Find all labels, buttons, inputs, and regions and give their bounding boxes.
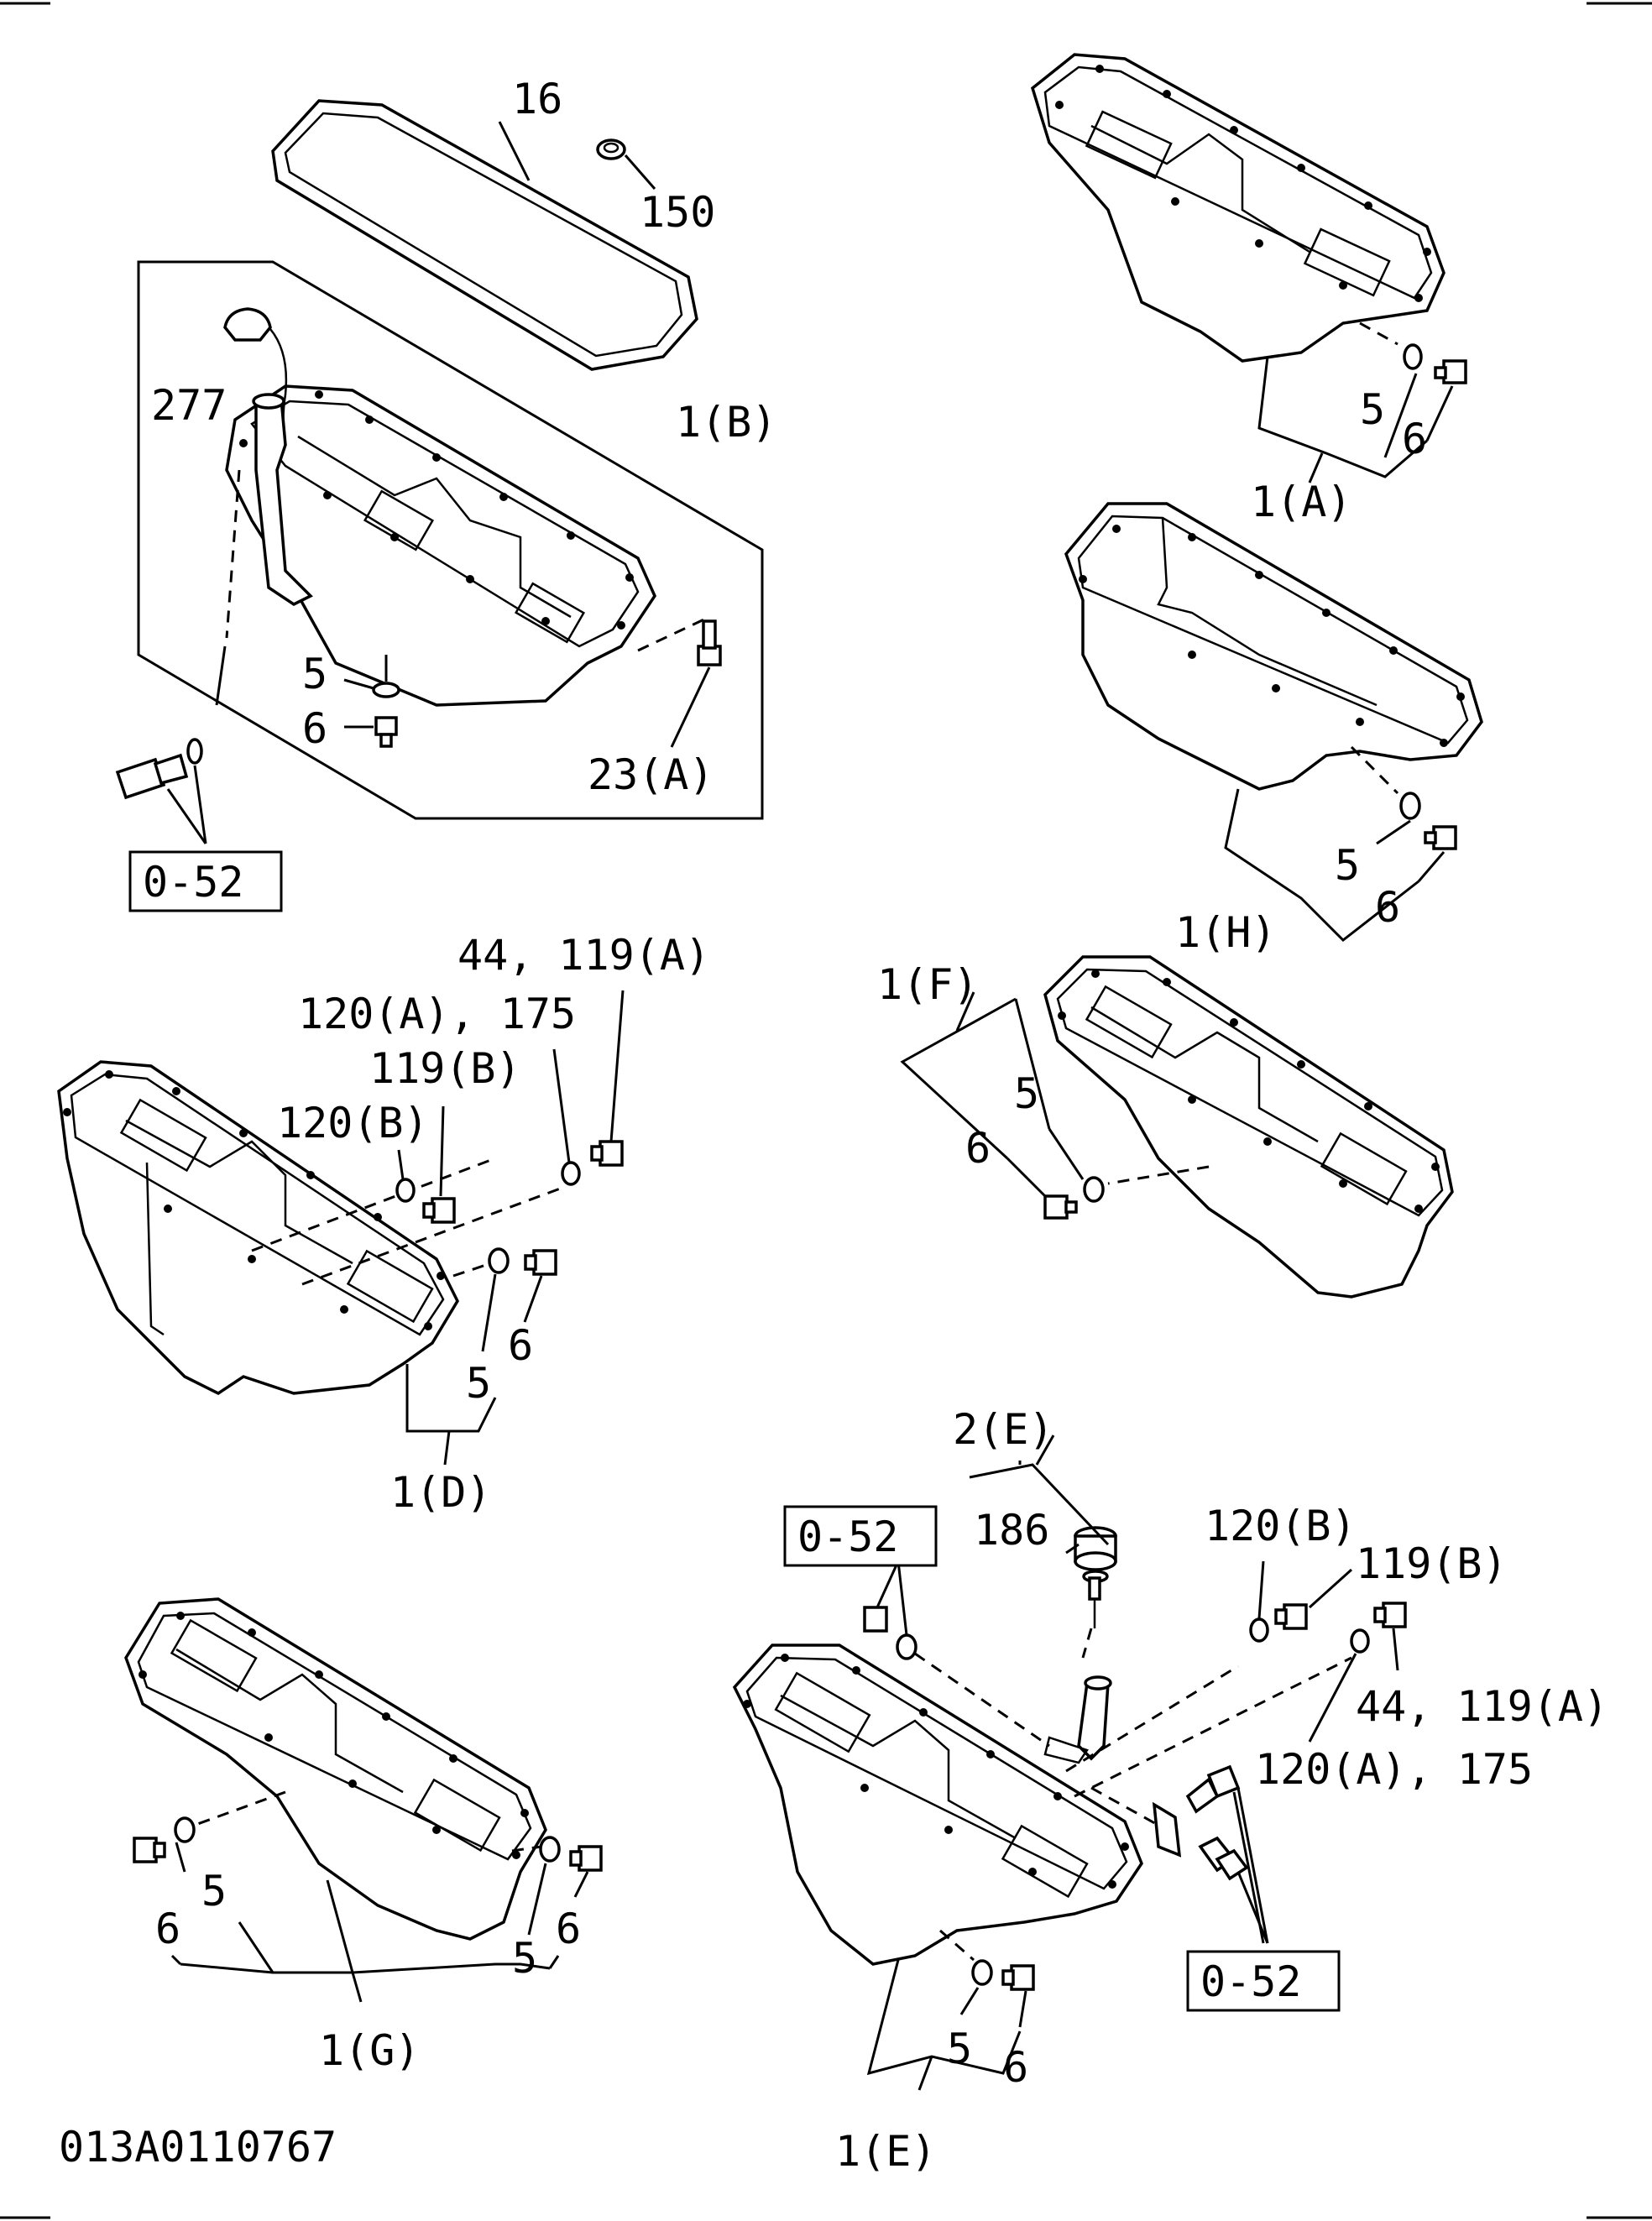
drain-plug-6 — [524, 1249, 557, 1276]
oil-pan-1H — [1064, 502, 1483, 791]
label-6: 6 — [302, 704, 327, 753]
label-186: 186 — [974, 1506, 1049, 1555]
group-1B — [115, 99, 764, 844]
label-44-119A: 44, 119(A) — [457, 931, 710, 980]
drain-plug-6 — [133, 1837, 166, 1863]
washer-5 — [488, 1247, 510, 1274]
label-5: 5 — [947, 2025, 972, 2073]
label-16: 16 — [512, 75, 562, 123]
label-6: 6 — [965, 1124, 991, 1173]
washer-5 — [372, 682, 400, 698]
washer-5 — [1083, 1176, 1105, 1203]
drain-plug-6 — [1434, 359, 1467, 384]
washer-5 — [174, 1816, 196, 1843]
group-1D — [57, 990, 625, 1466]
dipstick-rod — [145, 1162, 165, 1336]
dipstick-bracket-bolt — [115, 738, 203, 800]
ref-box-label: 0-52 — [797, 1513, 898, 1561]
group-outline-1B — [137, 260, 764, 820]
label-5: 5 — [466, 1359, 491, 1408]
group-1A — [1030, 53, 1467, 483]
dipstick-277 — [223, 307, 313, 607]
label-5: 5 — [1335, 841, 1360, 890]
ref-box-0-52-a[interactable]: 0-52 — [128, 850, 283, 912]
label-120B: 120(B) — [277, 1099, 429, 1147]
drain-plug-6 — [1001, 1964, 1035, 1991]
part-labels: 16 150 277 1(B) 5 6 23(A) 5 6 1(A) 5 6 1… — [59, 75, 1608, 2176]
drain-plug-6-right — [569, 1845, 603, 1872]
label-23A: 23(A) — [588, 750, 714, 799]
label-44-119A: 44, 119(A) — [1356, 1682, 1608, 1731]
label-6: 6 — [1375, 883, 1400, 932]
ref-box-0-52-b[interactable]: 0-52 — [783, 1505, 938, 1567]
label-6: 6 — [556, 1905, 581, 1953]
washer-5 — [1403, 343, 1423, 370]
label-119B: 119(B) — [1356, 1539, 1508, 1588]
oil-pan-1E — [732, 1644, 1143, 1966]
ref-box-label: 0-52 — [1200, 1957, 1301, 2006]
sensor-bracket — [1152, 1764, 1249, 1881]
label-120B: 120(B) — [1205, 1502, 1357, 1550]
ref-box-0-52-c[interactable]: 0-52 — [1186, 1950, 1341, 2012]
washer-5 — [1399, 792, 1421, 820]
label-1H: 1(H) — [1175, 908, 1276, 957]
o-ring-120B — [395, 1178, 416, 1203]
label-6: 6 — [1402, 415, 1427, 463]
oil-filler-tube — [1043, 1675, 1112, 1764]
oil-pan-1B — [225, 384, 656, 707]
label-1G: 1(G) — [319, 2026, 420, 2075]
washer-5 — [971, 1959, 993, 1986]
label-1E: 1(E) — [835, 2127, 936, 2176]
drain-plug-6 — [1424, 825, 1457, 850]
label-5: 5 — [512, 1934, 537, 1983]
oil-pan-1G — [124, 1597, 547, 1941]
ref-box-label: 0-52 — [143, 858, 243, 907]
oil-pan-1A — [1030, 53, 1446, 363]
oil-pan-1F — [1043, 955, 1454, 1299]
dipstick-2E — [1074, 1526, 1117, 1628]
label-120A-175: 120(A), 175 — [298, 990, 576, 1038]
drain-plug-6 — [374, 716, 398, 748]
label-2E: 2(E) — [953, 1405, 1053, 1454]
label-1F: 1(F) — [877, 960, 978, 1009]
drain-plug-6 — [1043, 1194, 1078, 1220]
o-ring-120A — [1350, 1628, 1370, 1654]
label-6: 6 — [1003, 2043, 1028, 2092]
group-1G — [124, 1597, 603, 2003]
label-120A-175: 120(A), 175 — [1255, 1745, 1533, 1794]
oil-pan-gasket — [271, 99, 698, 371]
bolt-23A — [697, 619, 722, 666]
plug-44-119A — [1373, 1602, 1407, 1628]
label-5: 5 — [1014, 1069, 1039, 1118]
washer-5-right — [539, 1836, 561, 1863]
label-5: 5 — [302, 650, 327, 698]
filler-bolt-left — [863, 1606, 917, 1660]
label-5: 5 — [201, 1867, 227, 1915]
label-6: 6 — [155, 1905, 180, 1953]
plug-119B — [422, 1197, 456, 1224]
group-1F — [900, 955, 1454, 1299]
label-1D: 1(D) — [390, 1468, 491, 1517]
drain-plug-150 — [596, 138, 626, 160]
drawing-number: 013A0110767 — [59, 2123, 337, 2171]
plug-44-119A — [590, 1140, 624, 1167]
label-277: 277 — [151, 381, 227, 430]
label-1A: 1(A) — [1251, 478, 1351, 526]
label-119B: 119(B) — [369, 1044, 521, 1093]
plug-119B — [1274, 1603, 1308, 1630]
label-5: 5 — [1360, 385, 1385, 434]
label-6: 6 — [508, 1321, 533, 1370]
group-1H — [1064, 502, 1483, 942]
group-1E — [732, 1435, 1407, 2091]
oil-pan-1D — [57, 1060, 459, 1396]
label-150: 150 — [640, 188, 715, 237]
o-ring-120A — [561, 1161, 581, 1186]
o-ring-120B — [1249, 1617, 1269, 1643]
label-1B: 1(B) — [676, 398, 776, 447]
